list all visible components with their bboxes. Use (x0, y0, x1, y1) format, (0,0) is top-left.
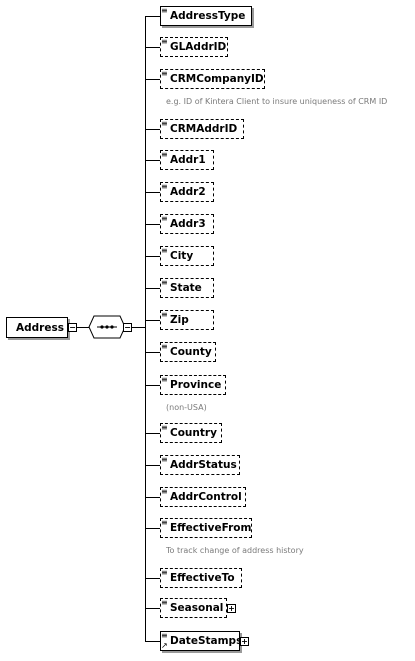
documentation-lines-icon: ≡ (161, 455, 168, 464)
plus-box-icon: + (241, 637, 248, 646)
collapse-sequence-toggle[interactable]: − (123, 323, 132, 332)
documentation-lines-icon: ≡ (161, 278, 168, 287)
element-annotation: (non-USA) (166, 403, 207, 412)
minus-box-icon: − (124, 323, 131, 332)
element-label: State (170, 281, 202, 294)
documentation-lines-icon: ≡ (161, 69, 168, 78)
element-gladdrid[interactable]: ≡GLAddrID (160, 37, 228, 57)
root-element-address[interactable]: Address (6, 317, 68, 338)
reference-arrow-icon: ↗ (161, 641, 168, 650)
element-label: GLAddrID (170, 40, 227, 53)
element-label: DateStamps (170, 634, 243, 647)
element-county[interactable]: ≡County (160, 342, 216, 362)
element-country[interactable]: ≡Country (160, 423, 222, 443)
element-seasonal[interactable]: ≡Seasonal (160, 598, 227, 618)
element-annotation: To track change of address history (166, 546, 304, 555)
element-label: Addr1 (170, 153, 206, 166)
element-addrstatus[interactable]: ≡AddrStatus (160, 455, 240, 475)
element-zip[interactable]: ≡Zip (160, 310, 214, 330)
element-effectivefrom[interactable]: ≡EffectiveFrom (160, 518, 252, 538)
documentation-lines-icon: ≡ (161, 518, 168, 527)
documentation-lines-icon: ≡ (161, 568, 168, 577)
element-city[interactable]: ≡City (160, 246, 214, 266)
element-addrcontrol[interactable]: ≡AddrControl (160, 487, 246, 507)
documentation-lines-icon: ≡ (161, 487, 168, 496)
element-addr2[interactable]: ≡Addr2 (160, 182, 214, 202)
minus-box-icon: − (69, 323, 76, 332)
element-datestamps[interactable]: ≡↗DateStamps (160, 631, 243, 651)
element-label: Zip (170, 313, 189, 326)
element-label: Addr2 (170, 185, 206, 198)
documentation-lines-icon: ≡ (161, 37, 168, 46)
element-state[interactable]: ≡State (160, 278, 214, 298)
documentation-lines-icon: ≡ (161, 6, 168, 15)
documentation-lines-icon: ≡ (161, 631, 168, 640)
element-label: Seasonal (170, 601, 224, 614)
element-crmcompanyid[interactable]: ≡CRMCompanyID (160, 69, 265, 89)
plus-box-icon: + (228, 604, 235, 613)
element-label: AddrControl (170, 490, 242, 503)
element-label: CRMAddrID (170, 122, 238, 135)
documentation-lines-icon: ≡ (161, 310, 168, 319)
documentation-lines-icon: ≡ (161, 423, 168, 432)
documentation-lines-icon: ≡ (161, 150, 168, 159)
element-crmaddrid[interactable]: ≡CRMAddrID (160, 119, 244, 139)
element-effectiveto[interactable]: ≡EffectiveTo (160, 568, 242, 588)
element-label: City (170, 249, 194, 262)
element-label: CRMCompanyID (170, 72, 264, 85)
documentation-lines-icon: ≡ (161, 598, 168, 607)
element-annotation: e.g. ID of Kintera Client to insure uniq… (166, 97, 388, 106)
documentation-lines-icon: ≡ (161, 119, 168, 128)
expand-seasonal-toggle[interactable]: + (227, 604, 236, 613)
element-label: Addr3 (170, 217, 206, 230)
element-label: Province (170, 378, 222, 391)
root-element-label: Address (16, 321, 64, 334)
documentation-lines-icon: ≡ (161, 182, 168, 191)
expand-datestamps-toggle[interactable]: + (240, 637, 249, 646)
element-label: AddressType (170, 9, 246, 22)
documentation-lines-icon: ≡ (161, 246, 168, 255)
documentation-lines-icon: ≡ (161, 342, 168, 351)
documentation-lines-icon: ≡ (161, 214, 168, 223)
element-label: Country (170, 426, 217, 439)
element-addr1[interactable]: ≡Addr1 (160, 150, 214, 170)
element-addresstype[interactable]: ≡AddressType (160, 6, 252, 26)
element-label: EffectiveFrom (170, 521, 252, 534)
element-label: EffectiveTo (170, 571, 235, 584)
documentation-lines-icon: ≡ (161, 375, 168, 384)
element-province[interactable]: ≡Province (160, 375, 226, 395)
element-label: AddrStatus (170, 458, 237, 471)
element-label: County (170, 345, 212, 358)
element-addr3[interactable]: ≡Addr3 (160, 214, 214, 234)
collapse-address-toggle[interactable]: − (68, 323, 77, 332)
sequence-compositor-icon[interactable] (88, 315, 126, 339)
